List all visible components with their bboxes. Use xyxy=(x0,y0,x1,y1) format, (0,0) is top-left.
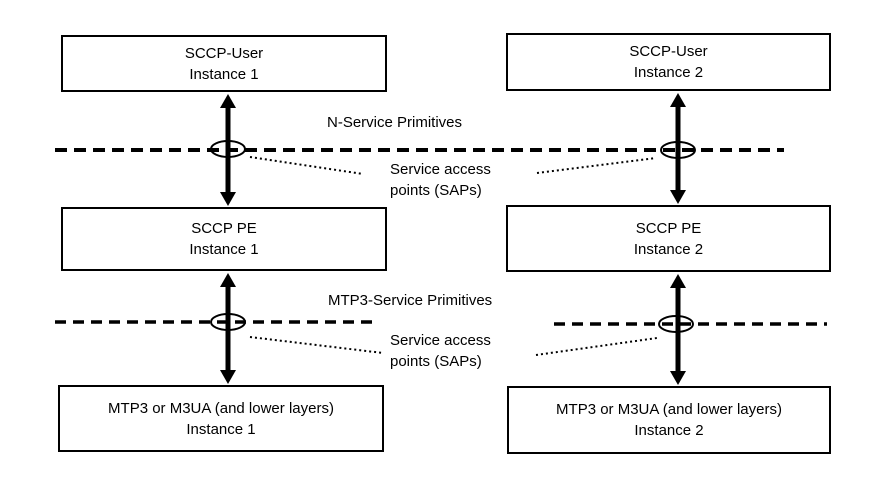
sap-ellipse-lower-left xyxy=(210,313,246,331)
box-subtitle: Instance 1 xyxy=(186,420,256,438)
sap-ellipse-lower-right xyxy=(658,315,694,333)
box-sccp-user-instance-1: SCCP-User Instance 1 xyxy=(61,35,387,92)
box-title: SCCP PE xyxy=(635,219,702,237)
label-sap-upper: Service access points (SAPs) xyxy=(390,159,491,201)
arrow-sccp-user-1-to-sccp-pe-1 xyxy=(220,94,236,206)
sap-ellipse-upper-left xyxy=(210,140,246,158)
label-sap-lower-line1: Service access xyxy=(390,332,491,349)
box-sccp-user-instance-2: SCCP-User Instance 2 xyxy=(506,33,831,91)
box-mtp3-instance-2: MTP3 or M3UA (and lower layers) Instance… xyxy=(507,386,831,454)
sap-leader-lower-right xyxy=(535,337,658,356)
box-subtitle: Instance 2 xyxy=(634,422,704,439)
arrow-sccp-pe-2-to-mtp3-2 xyxy=(670,274,686,385)
box-subtitle: Instance 1 xyxy=(189,65,259,83)
label-sap-lower: Service access points (SAPs) xyxy=(390,330,491,372)
box-title: SCCP-User xyxy=(629,43,708,60)
box-sccp-pe-instance-2: SCCP PE Instance 2 xyxy=(506,205,831,272)
arrowhead-up xyxy=(220,94,236,108)
arrowhead-up xyxy=(670,93,686,107)
arrowhead-down xyxy=(220,192,236,206)
box-subtitle: Instance 2 xyxy=(633,240,704,258)
sap-leader-lower-left xyxy=(249,336,384,354)
arrow-sccp-pe-1-to-mtp3-1 xyxy=(220,273,236,384)
label-sap-upper-line2: points (SAPs) xyxy=(390,182,482,199)
label-sap-upper-line1: Service access xyxy=(390,161,491,178)
sap-leader-upper-right xyxy=(536,157,657,174)
arrow-sccp-user-2-to-sccp-pe-2 xyxy=(670,93,686,204)
box-title: SCCP PE xyxy=(191,220,257,237)
label-mtp3-service-primitives: MTP3-Service Primitives xyxy=(328,292,493,309)
box-mtp3-instance-1: MTP3 or M3UA (and lower layers) Instance… xyxy=(58,385,384,452)
sap-ellipse-upper-right xyxy=(660,141,696,159)
box-title: SCCP-User xyxy=(184,44,264,62)
label-n-service-primitives: N-Service Primitives xyxy=(327,114,463,131)
box-subtitle: Instance 1 xyxy=(189,241,259,258)
arrowhead-down xyxy=(670,190,686,204)
arrowhead-up xyxy=(220,273,236,287)
arrowhead-down xyxy=(220,370,236,384)
sap-leader-upper-left xyxy=(249,156,364,175)
arrowhead-up xyxy=(670,274,686,288)
box-title: MTP3 or M3UA (and lower layers) xyxy=(556,401,782,418)
box-sccp-pe-instance-1: SCCP PE Instance 1 xyxy=(61,207,387,271)
box-subtitle: Instance 2 xyxy=(633,64,704,81)
label-sap-lower-line2: points (SAPs) xyxy=(390,353,482,370)
arrowhead-down xyxy=(670,371,686,385)
box-title: MTP3 or M3UA (and lower layers) xyxy=(108,399,334,417)
